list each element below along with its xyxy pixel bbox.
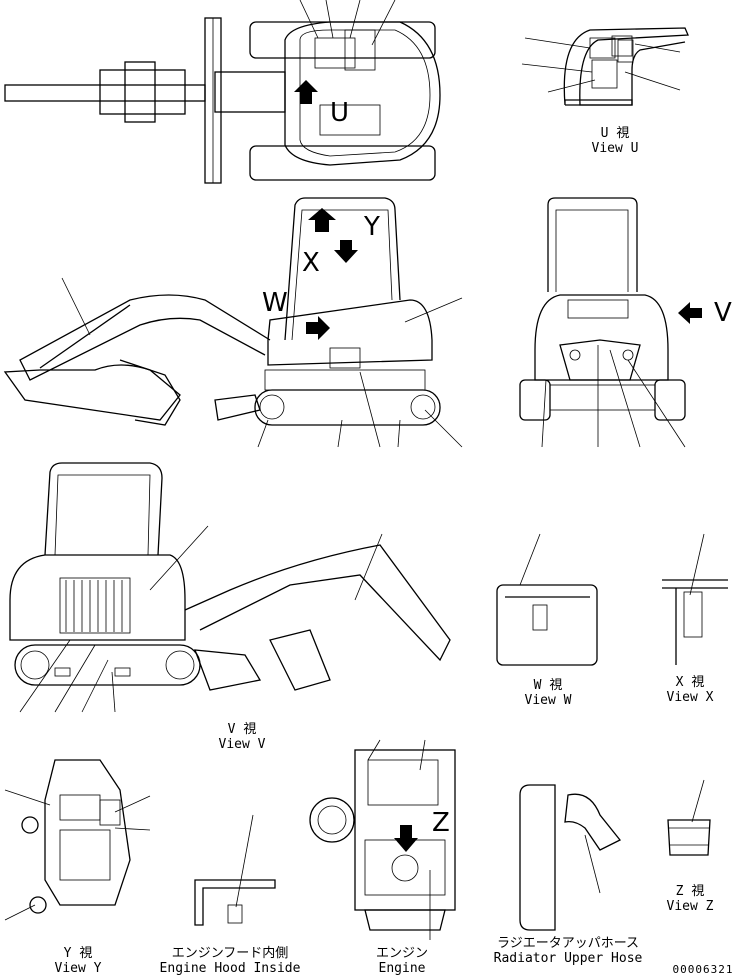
view-u-caption: U 視 View U [565,126,665,156]
view-w-en: View W [524,693,572,708]
view-v-caption: V 視 View V [192,722,292,752]
view-z-caption: Z 視 View Z [640,884,740,914]
marker-z: Z [432,808,450,838]
view-w-drawing [496,533,598,666]
rear-view-drawing [519,197,702,448]
view-u-drawing [521,27,689,106]
marker-y: Y [364,212,380,242]
view-v-en: View V [218,737,266,752]
view-x-caption: X 視 View X [640,675,740,705]
view-v-drawing [9,462,451,713]
engine-hood-caption: エンジンフード内側 Engine Hood Inside [140,946,320,976]
top-view-drawing [4,0,441,184]
view-y-caption: Y 視 View Y [28,946,128,976]
radiator-en: Radiator Upper Hose [493,951,643,966]
radiator-jp: ラジエータアッパホース [496,936,640,951]
engine-hood-drawing [194,814,276,926]
radiator-caption: ラジエータアッパホース Radiator Upper Hose [478,936,658,966]
drawing-number: 00006321 [672,963,734,976]
view-x-en: View X [666,690,714,705]
engine-hood-en: Engine Hood Inside [159,961,301,976]
marker-u: U [330,98,350,128]
engine-caption: エンジン Engine [352,946,452,976]
marker-x: X [302,248,320,278]
marker-v: V [714,298,732,328]
side-view-drawing [3,197,463,448]
view-v-jp: V 視 [227,722,257,737]
view-z-drawing [667,779,711,856]
engine-en: Engine [378,961,426,976]
engine-hood-jp: エンジンフード内側 [171,946,289,961]
view-z-jp: Z 視 [675,884,705,899]
view-w-caption: W 視 View W [498,678,598,708]
view-y-drawing [4,759,151,921]
view-w-jp: W 視 [533,678,563,693]
view-y-en: View Y [54,961,102,976]
view-u-jp: U 視 [600,126,630,141]
view-x-jp: X 視 [675,675,705,690]
view-u-en: View U [591,141,639,156]
marker-w: W [262,288,288,318]
view-z-en: View Z [666,899,714,914]
engine-drawing [309,739,456,940]
view-x-drawing [662,533,728,665]
engine-jp: エンジン [375,946,428,961]
view-y-jp: Y 視 [63,946,93,961]
radiator-hose-drawing [519,784,622,931]
